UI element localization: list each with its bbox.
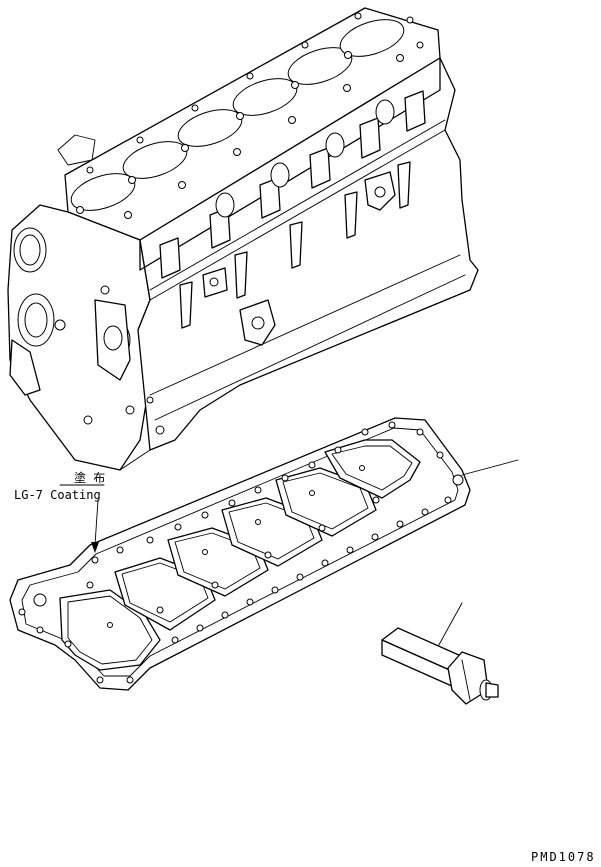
callout-japanese: 塗 布 [74,470,105,485]
block-side-face [137,57,479,451]
callout-coating: LG-7 Coating [14,488,101,502]
tool-leader [434,602,463,653]
block-skirt [119,254,466,471]
engine-block [7,7,479,471]
gasket-leader [461,459,519,476]
side-bosses [159,90,426,279]
front-plate [57,134,96,166]
gasket-openings [59,439,421,671]
front-features [9,227,165,435]
side-tubes [179,161,411,346]
stud-installer-tool [381,602,499,705]
coating-arrow-icon [91,542,99,553]
coating-leader [94,499,99,546]
block-ribs [149,119,446,301]
deck-holes [76,12,424,219]
gasket-bolt-holes [18,421,464,684]
oil-pan-gasket [9,417,471,691]
drawing-code: PMD1078 [531,850,596,864]
